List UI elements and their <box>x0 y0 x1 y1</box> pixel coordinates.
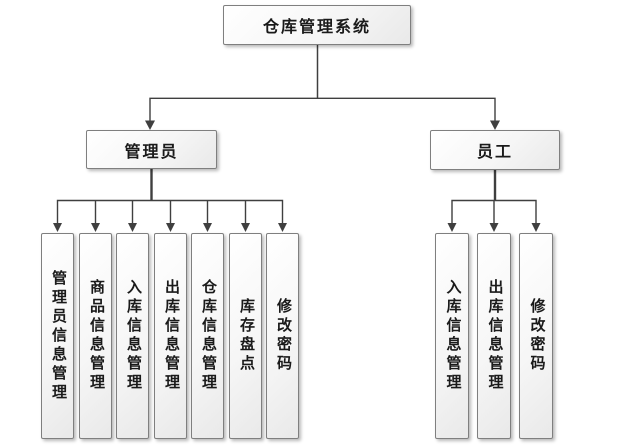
node-employee-change-password: 修改密码 <box>519 233 553 439</box>
node-inbound-info-management: 入库信息管理 <box>116 233 149 439</box>
node-employee: 员工 <box>430 130 560 170</box>
node-employee-outbound-info-management: 出库信息管理 <box>477 233 511 439</box>
node-employee-inbound-info-management: 入库信息管理 <box>435 233 469 439</box>
node-inventory-check: 库存盘点 <box>229 233 262 439</box>
node-admin-label: 管理员 <box>124 143 179 161</box>
node-admin-info-management: 管理员信息管理 <box>41 233 74 439</box>
level2-elbow-line <box>149 97 496 121</box>
node-root-label: 仓库管理系统 <box>262 19 371 36</box>
arrowhead-leaf-5 <box>203 223 212 232</box>
node-admin: 管理员 <box>86 130 217 169</box>
node-employee-label: 员工 <box>476 144 513 161</box>
node-change-password-admin: 修改密码 <box>266 233 299 439</box>
arrowhead-leaf-9 <box>489 223 499 232</box>
leaf-label: 管理员信息管理 <box>50 269 66 403</box>
arrowhead-leaf-7 <box>278 223 287 232</box>
leaf-label: 入库信息管理 <box>444 279 461 393</box>
node-product-info-management: 商品信息管理 <box>79 233 112 439</box>
arrowhead-leaf-3 <box>128 223 137 232</box>
arrowhead-leaf-1 <box>53 223 62 232</box>
leaf-label: 修改密码 <box>528 298 545 374</box>
arrowhead-leaf-10 <box>531 223 541 232</box>
leaf-label: 商品信息管理 <box>88 279 104 393</box>
admin-drop-lines <box>94 200 247 224</box>
arrowhead-admin <box>145 120 155 130</box>
leaf-label: 修改密码 <box>275 298 291 374</box>
leaf-label: 入库信息管理 <box>125 279 141 393</box>
arrowhead-employee <box>490 120 500 130</box>
arrowhead-leaf-4 <box>166 223 175 232</box>
node-warehouse-info-management: 仓库信息管理 <box>191 233 224 439</box>
leaf-label: 出库信息管理 <box>163 279 179 393</box>
node-outbound-info-management: 出库信息管理 <box>154 233 187 439</box>
arrowhead-leaf-2 <box>91 223 100 232</box>
leaf-label: 仓库信息管理 <box>200 279 216 393</box>
node-warehouse-management-system: 仓库管理系统 <box>223 5 411 45</box>
leaf-label: 库存盘点 <box>238 298 254 374</box>
leaf-label: 出库信息管理 <box>486 279 503 393</box>
arrowhead-leaf-6 <box>241 223 250 232</box>
arrowhead-leaf-8 <box>447 223 457 232</box>
